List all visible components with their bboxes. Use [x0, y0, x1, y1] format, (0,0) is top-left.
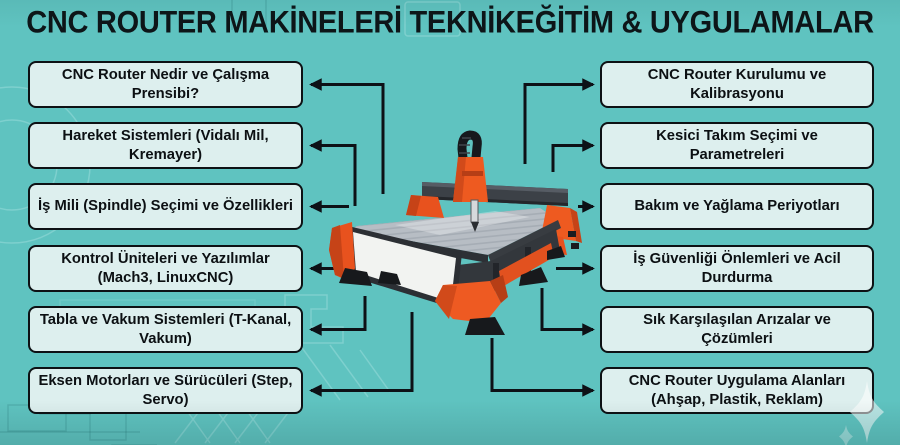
- topic-label: Kontrol Üniteleri ve Yazılımlar (Mach3, …: [61, 251, 270, 286]
- topic-label: Bakım ve Yağlama Periyotları: [634, 198, 840, 215]
- connector-right-6: [490, 338, 595, 397]
- topic-box-kurulum-kalibrasyon: CNC Router Kurulumu ve Kalibrasyonu: [600, 61, 874, 108]
- cable-chain-icon: [457, 130, 482, 169]
- topic-box-arizalar-cozumleri: Sık Karşılaşılan Arızalar ve Çözümleri: [600, 306, 874, 353]
- topic-label: Eksen Motorları ve Sürücüleri (Step, Ser…: [38, 373, 293, 408]
- connector-right-2: [551, 139, 595, 172]
- topic-box-is-guvenligi: İş Güvenliği Önlemleri ve Acil Durdurma: [600, 245, 874, 292]
- topic-box-cnc-router-nedir: CNC Router Nedir ve Çalışma Prensibi?: [28, 61, 303, 108]
- topic-box-tabla-vakum: Tabla ve Vakum Sistemleri (T-Kanal, Vaku…: [28, 306, 303, 353]
- topic-label: Sık Karşılaşılan Arızalar ve Çözümleri: [643, 312, 831, 347]
- topic-box-eksen-motorlari: Eksen Motorları ve Sürücüleri (Step, Ser…: [28, 367, 303, 414]
- topic-label: CNC Router Kurulumu ve Kalibrasyonu: [647, 67, 827, 102]
- topic-box-hareket-sistemleri: Hareket Sistemleri (Vidalı Mil, Kremayer…: [28, 122, 303, 169]
- decor-hatch: [174, 400, 298, 444]
- sparkle-icon: [839, 381, 884, 445]
- connector-right-1: [523, 78, 595, 164]
- connector-left-2: [309, 139, 357, 206]
- topic-box-kontrol-uniteleri: Kontrol Üniteleri ve Yazılımlar (Mach3, …: [28, 245, 303, 292]
- topic-label: CNC Router Uygulama Alanları (Ahşap, Pla…: [628, 373, 846, 408]
- topic-label: CNC Router Nedir ve Çalışma Prensibi?: [61, 67, 270, 102]
- topic-box-bakim-yaglama: Bakım ve Yağlama Periyotları: [600, 183, 874, 230]
- topic-label: İş Mili (Spindle) Seçimi ve Özellikleri: [38, 198, 293, 215]
- machine-front-panel: [353, 232, 456, 302]
- topic-box-uygulama-alanlari: CNC Router Uygulama Alanları (Ahşap, Pla…: [600, 367, 874, 414]
- connector-right-5: [540, 288, 595, 336]
- machine-base: [329, 220, 565, 335]
- connector-left-5: [309, 296, 367, 336]
- topic-label: Hareket Sistemleri (Vidalı Mil, Kremayer…: [62, 128, 269, 163]
- topic-box-kesici-takim: Kesici Takım Seçimi ve Parametreleri: [600, 122, 874, 169]
- cnc-machine-illustration: [329, 130, 582, 335]
- spindle: [470, 199, 479, 223]
- page-title: CNC ROUTER MAKİNELERİ TEKNİKEĞİTİM & UYG…: [26, 5, 874, 41]
- topic-box-is-mili-spindle: İş Mili (Spindle) Seçimi ve Özellikleri: [28, 183, 303, 230]
- connector-left-1: [309, 78, 385, 194]
- topic-label: Kesici Takım Seçimi ve Parametreleri: [656, 128, 818, 163]
- topic-label: İş Güvenliği Önlemleri ve Acil Durdurma: [633, 251, 841, 286]
- topic-label: Tabla ve Vakum Sistemleri (T-Kanal, Vaku…: [39, 312, 292, 347]
- connector-left-6: [309, 312, 414, 397]
